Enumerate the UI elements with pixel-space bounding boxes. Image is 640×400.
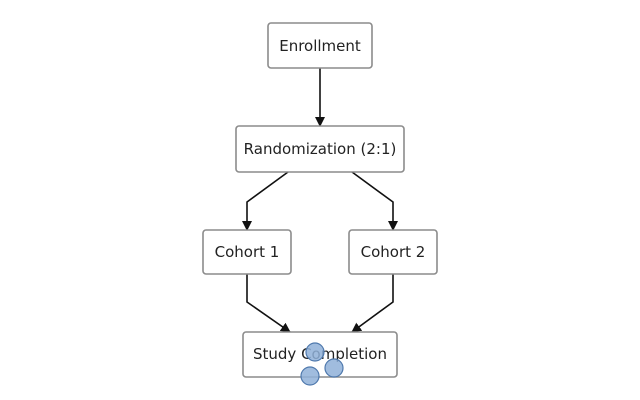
overlay-marker-bottom: [300, 366, 320, 386]
edge-randomization-to-cohort-1: [242, 171, 289, 231]
edge-cohort-2-to-study-completion: [351, 274, 394, 333]
node-cohort-1-label: Cohort 1: [215, 243, 280, 261]
edge-randomization-to-cohort-2: [351, 171, 398, 231]
node-enrollment: Enrollment: [267, 22, 373, 69]
node-cohort-1: Cohort 1: [202, 229, 292, 275]
node-randomization-label: Randomization (2:1): [244, 140, 397, 158]
node-cohort-2: Cohort 2: [348, 229, 438, 275]
node-enrollment-label: Enrollment: [279, 37, 361, 55]
edge-cohort-1-to-study-completion: [246, 274, 291, 333]
overlay-marker-right: [324, 358, 344, 378]
node-randomization: Randomization (2:1): [235, 125, 405, 173]
node-cohort-2-label: Cohort 2: [361, 243, 426, 261]
overlay-marker-top: [305, 342, 325, 362]
